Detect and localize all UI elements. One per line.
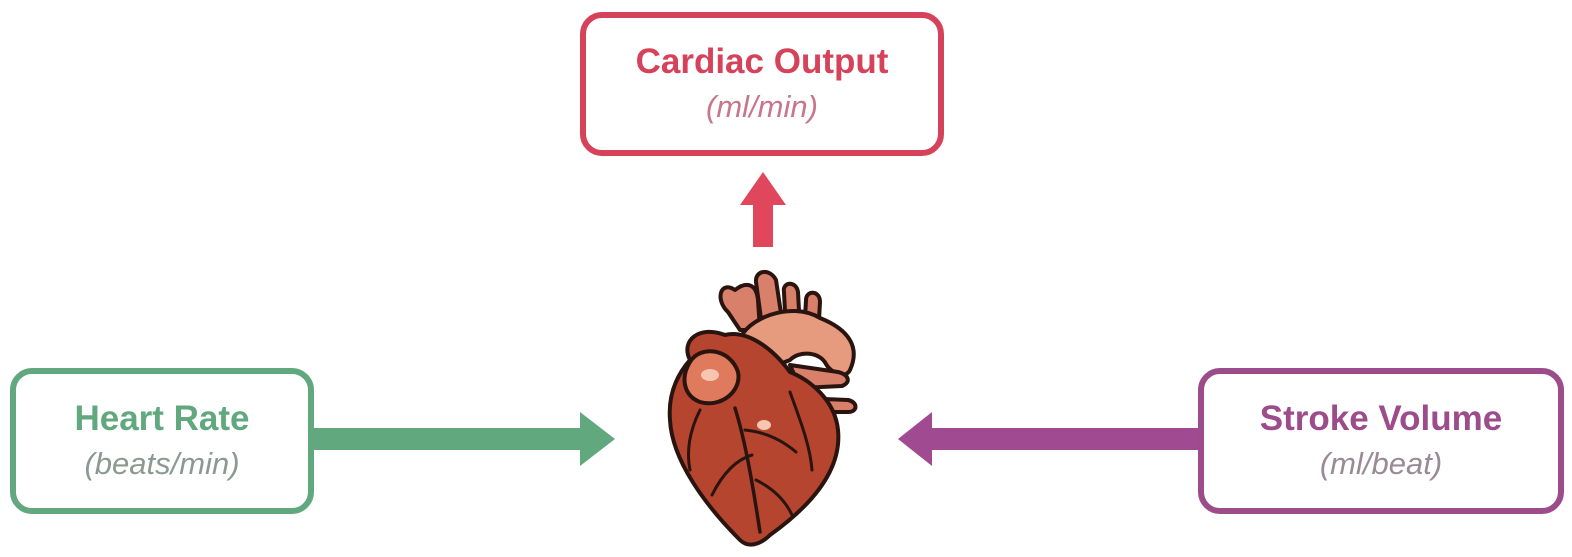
- heart-rate-box: Heart Rate (beats/min): [10, 368, 314, 514]
- anatomical-heart-icon: [670, 272, 856, 545]
- heart-rate-title: Heart Rate: [74, 396, 249, 442]
- heart-rate-unit: (beats/min): [84, 442, 239, 486]
- cardiac-output-box: Cardiac Output (ml/min): [580, 12, 944, 156]
- stroke-volume-box: Stroke Volume (ml/beat): [1198, 368, 1564, 514]
- stroke-volume-arrow: [898, 412, 1198, 466]
- cardiac-output-unit: (ml/min): [706, 85, 818, 129]
- heart-rate-arrow: [314, 412, 615, 466]
- cardiac-output-title: Cardiac Output: [636, 39, 889, 85]
- stroke-volume-unit: (ml/beat): [1320, 442, 1442, 486]
- stroke-volume-title: Stroke Volume: [1260, 396, 1502, 442]
- output-arrow: [740, 172, 786, 247]
